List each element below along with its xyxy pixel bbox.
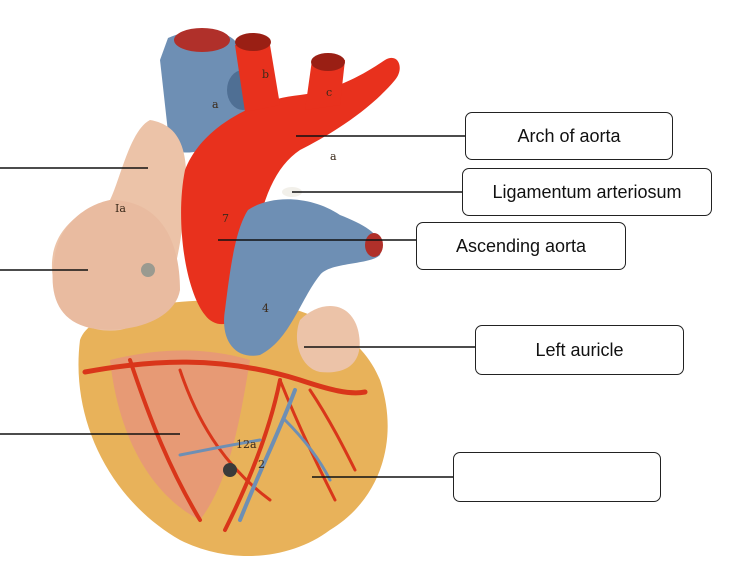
label-blank-answer[interactable] (453, 452, 661, 502)
brachiocephalic-opening (235, 33, 271, 51)
label-ligamentum-arteriosum-text: Ligamentum arteriosum (492, 181, 682, 202)
marking-pulm: 4 (262, 302, 269, 315)
marking-ventricle: 2 (258, 458, 265, 471)
marking-b: b (262, 68, 269, 81)
marking-asc: 7 (222, 212, 229, 225)
brachiocephalic-trunk (235, 45, 280, 112)
heart-model: a b c a Ia 7 4 12a 2 (51, 28, 400, 557)
marking-arch: a (330, 150, 337, 163)
left-carotid-opening (311, 53, 345, 71)
right-auricle (52, 200, 180, 330)
model-pin (141, 263, 155, 277)
label-ascending-aorta-text: Ascending aorta (455, 235, 587, 256)
pulmonary-opening (365, 233, 383, 257)
svc-opening (174, 28, 230, 52)
marking-c: c (326, 86, 332, 99)
coronary-vessels (82, 358, 368, 532)
label-arch-of-aorta-text: Arch of aorta (517, 125, 621, 146)
label-ligamentum-arteriosum: Ligamentum arteriosum (462, 168, 712, 216)
left-carotid (305, 60, 345, 110)
marking-ra: Ia (115, 202, 126, 215)
model-pin-2 (223, 463, 237, 477)
marking-svc: a (212, 98, 219, 111)
label-ascending-aorta: Ascending aorta (416, 222, 626, 270)
leader-lines (0, 135, 475, 478)
label-left-auricle: Left auricle (475, 325, 684, 375)
pulmonary-trunk (224, 199, 381, 356)
left-auricle (296, 306, 360, 373)
label-arch-of-aorta: Arch of aorta (465, 112, 673, 160)
marking-vessel: 12a (236, 438, 257, 451)
right-ventricle-muscle (110, 350, 250, 520)
label-left-auricle-text: Left auricle (535, 339, 624, 360)
cardiac-veins (178, 388, 332, 522)
